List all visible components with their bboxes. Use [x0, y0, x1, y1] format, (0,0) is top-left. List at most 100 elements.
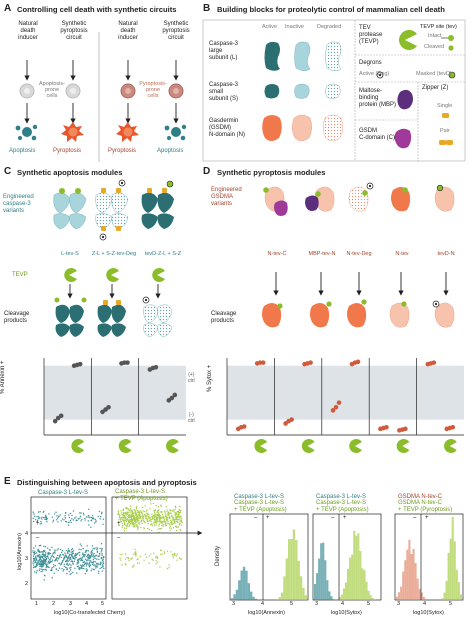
scatter-point — [93, 553, 95, 555]
histogram-bar — [416, 578, 419, 600]
scatter-point — [72, 552, 75, 554]
scatter-point — [43, 549, 45, 552]
scatter-point — [176, 518, 178, 521]
scatter-point — [166, 509, 168, 511]
scatter-point — [32, 551, 35, 554]
gsdma-variant-mbp-tev-n — [305, 186, 335, 212]
scatter-point — [86, 554, 89, 556]
scatter-point — [165, 514, 167, 516]
scatter-point — [161, 513, 164, 516]
tevp-pacman-icon — [166, 439, 179, 454]
scatter-point — [34, 552, 36, 555]
scatter-point — [35, 557, 37, 559]
data-point-minus-tevp — [330, 408, 336, 413]
scatter-point — [37, 517, 40, 520]
histogram-bar — [318, 558, 321, 600]
scatter-point — [102, 566, 104, 568]
scatter-point — [60, 562, 62, 565]
scatter-point — [169, 525, 172, 528]
control-range-band — [44, 365, 186, 420]
histogram-bar — [332, 599, 335, 600]
scatter-point — [70, 521, 72, 524]
scatter-point — [61, 561, 64, 563]
scatter-point — [89, 556, 92, 559]
scatter-point — [122, 517, 124, 519]
scatter-point — [48, 566, 50, 569]
histogram-bar — [404, 560, 407, 600]
scatter-point — [35, 572, 38, 574]
scatter-point — [152, 559, 154, 562]
scatter-point — [89, 561, 91, 563]
scatter-point — [128, 515, 131, 517]
tev-site-intact-icon — [448, 35, 454, 41]
scatter-point — [84, 517, 86, 520]
scatter-point — [129, 519, 132, 521]
histogram-bar — [445, 580, 448, 600]
scatter2-minus-label: – — [117, 535, 121, 541]
scatter-point — [165, 524, 168, 526]
scatter-point — [101, 553, 103, 555]
scatter-point — [87, 520, 89, 522]
histogram-bar — [288, 539, 291, 600]
scatter-point — [134, 510, 136, 512]
scatter-point — [137, 526, 139, 528]
scatter-point — [45, 552, 47, 554]
scatter-point — [51, 566, 53, 569]
scatter-point — [99, 518, 101, 520]
scatter-point — [76, 552, 79, 555]
h1-xtick: 4 — [261, 601, 265, 607]
scatter-point — [32, 564, 35, 566]
scatter-xtick: 1 — [35, 601, 39, 607]
scatter-point — [136, 520, 139, 522]
histogram-bar — [451, 516, 454, 600]
scatter-point — [161, 524, 163, 527]
scatter-point — [84, 558, 87, 561]
scatter-point — [34, 550, 36, 552]
scatter-point — [34, 562, 36, 564]
scatter-point — [78, 548, 80, 550]
scatter-point — [54, 564, 57, 567]
scatter-point — [96, 548, 98, 551]
data-point-minus-tevp — [384, 425, 389, 430]
scatter-point — [66, 567, 68, 569]
scatter-point — [43, 560, 46, 562]
scatter-point — [44, 514, 47, 517]
scatter-point — [36, 554, 39, 556]
scatter-point — [91, 561, 93, 563]
scatter-point — [95, 564, 97, 566]
panel-letter-e: E — [4, 476, 11, 487]
scatter-point — [140, 521, 143, 523]
scatter-point — [76, 572, 78, 574]
scatter-point — [82, 547, 84, 550]
scatter-point — [81, 567, 84, 570]
scatter-point — [79, 543, 82, 545]
scatter-point — [67, 557, 70, 559]
scatter-point — [149, 520, 151, 522]
scatter-ytick: 2 — [25, 581, 29, 587]
scatter-point — [163, 552, 166, 554]
scatter-point — [35, 559, 38, 561]
scatter-point — [74, 558, 76, 560]
scatter-point — [45, 568, 47, 570]
scatter-point — [35, 555, 37, 558]
tevp-pacman-icon — [106, 267, 119, 282]
control-range-band — [227, 365, 464, 420]
col3-top-label: Natural death inducer — [118, 21, 138, 41]
scatter-point — [136, 518, 138, 520]
data-point-minus-tevp — [153, 364, 159, 370]
histogram-bar — [353, 530, 356, 600]
scatter-point — [90, 516, 93, 519]
scatter-point — [119, 559, 122, 561]
scatter-point — [181, 521, 183, 524]
scatter-point — [141, 519, 144, 521]
scatter-point — [44, 555, 46, 558]
variant-label-3: tevD-Z-L + S-Z — [144, 251, 182, 257]
scatter-point — [154, 513, 157, 515]
scatter-point — [99, 547, 101, 550]
scatter-point — [33, 515, 36, 518]
data-point-plus-tevp — [308, 360, 313, 365]
scatter-point — [72, 519, 75, 521]
scatter-point — [71, 518, 73, 520]
scatter-point — [137, 522, 140, 525]
scatter-point — [72, 557, 74, 560]
